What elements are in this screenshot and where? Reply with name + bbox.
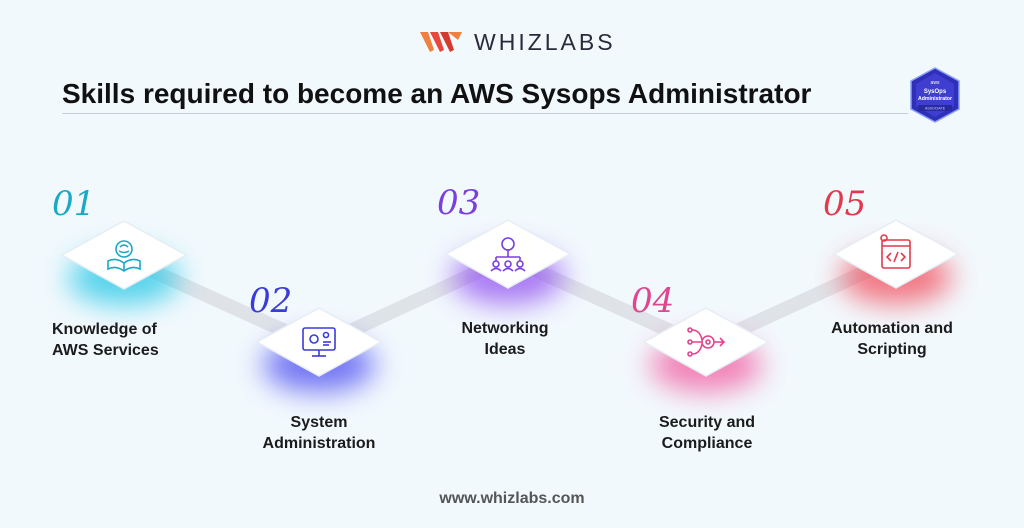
book-brain-icon [107, 240, 141, 272]
step-tile-05 [832, 218, 960, 304]
page-title: Skills required to become an AWS Sysops … [62, 78, 812, 109]
brand-name: WHIZLABS [474, 28, 616, 55]
step-label-05: Automation and Scripting [831, 320, 953, 358]
step-tile-03 [444, 218, 572, 304]
badge-aws: aws [931, 80, 940, 86]
step-number-01: 01 [52, 184, 96, 224]
step-number-05: 05 [823, 184, 867, 224]
sysops-badge: aws SysOps Administrator ASSOCIATE [910, 67, 960, 123]
whizlabs-logo: WHIZLABS [418, 26, 616, 58]
monitor-gear-icon [302, 327, 336, 357]
security-flow-icon [687, 327, 726, 357]
step-number-02: 02 [249, 281, 293, 321]
badge-administrator: Administrator [918, 96, 952, 102]
badge-associate: ASSOCIATE [925, 107, 946, 111]
code-window-icon [880, 234, 911, 269]
badge-sysops: SysOps [924, 89, 947, 95]
step-number-04: 04 [631, 281, 675, 321]
step-tile-02 [255, 306, 383, 392]
step-label-03: Networking Ideas [461, 320, 549, 358]
step-number-03: 03 [437, 183, 481, 223]
step-label-02: System Administration [262, 414, 376, 452]
step-tile-04 [642, 306, 770, 392]
whizlabs-logo-icon [420, 32, 462, 52]
step-label-04: Security and Compliance [658, 414, 756, 452]
title-underline [62, 113, 908, 114]
step-label-01: Knowledge of AWS Services [52, 321, 159, 359]
step-tile-01 [60, 219, 188, 305]
lightbulb-network-icon [490, 237, 526, 272]
footer-url[interactable]: www.whizlabs.com [439, 490, 585, 507]
